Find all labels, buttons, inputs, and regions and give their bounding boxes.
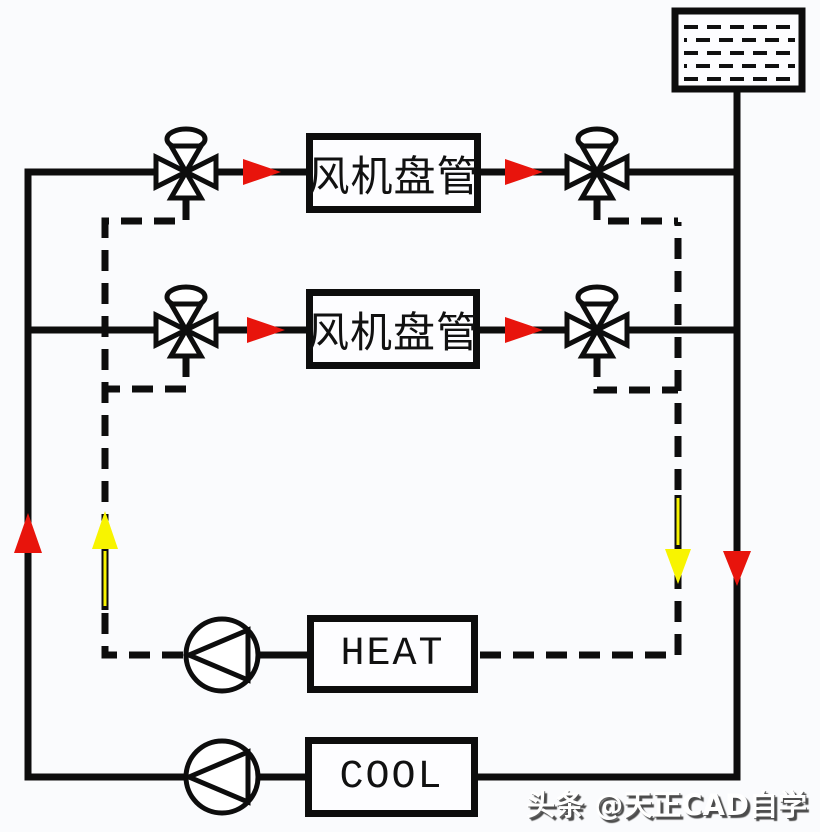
flow-arrow-up-icon	[14, 513, 42, 553]
three-way-valve-icon	[567, 287, 627, 356]
heat-flow-arrow-down-icon	[665, 549, 691, 584]
heat-source-box: HEAT	[307, 615, 478, 693]
expansion-tank-icon	[671, 7, 806, 93]
three-way-valve-icon	[156, 287, 216, 356]
cool-label: COOL	[339, 754, 444, 800]
fan-coil-2-label: 风机盘管	[307, 307, 480, 357]
cool-source-box: COOL	[305, 737, 478, 817]
valve2-left-branch-pipe	[105, 356, 190, 393]
valve1-right-branch-pipe	[593, 199, 678, 225]
heat-label: HEAT	[340, 631, 445, 677]
flow-arrow-right-icon	[247, 317, 285, 343]
flow-arrow-right-icon	[243, 159, 281, 185]
heat-riser-right-pipe	[480, 222, 682, 659]
valve2-right-branch-pipe	[593, 356, 678, 394]
heat-flow-arrow-up-icon	[92, 511, 118, 549]
fan-coil-box-2: 风机盘管	[306, 289, 480, 369]
flow-arrow-right-icon	[505, 159, 543, 185]
cool-pump-icon	[186, 741, 258, 813]
flow-arrow-right-icon	[505, 317, 543, 343]
fan-coil-box-1: 风机盘管	[306, 133, 481, 213]
watermark-text: 头条 @天正CAD自学	[526, 788, 807, 822]
flow-arrow-down-icon	[723, 551, 751, 586]
three-way-valve-icon	[156, 129, 216, 198]
fan-coil-1-label: 风机盘管	[307, 151, 480, 201]
three-way-valve-icon	[567, 129, 627, 198]
heat-pump-icon	[186, 619, 258, 691]
heat-riser-left-pipe	[101, 199, 190, 659]
